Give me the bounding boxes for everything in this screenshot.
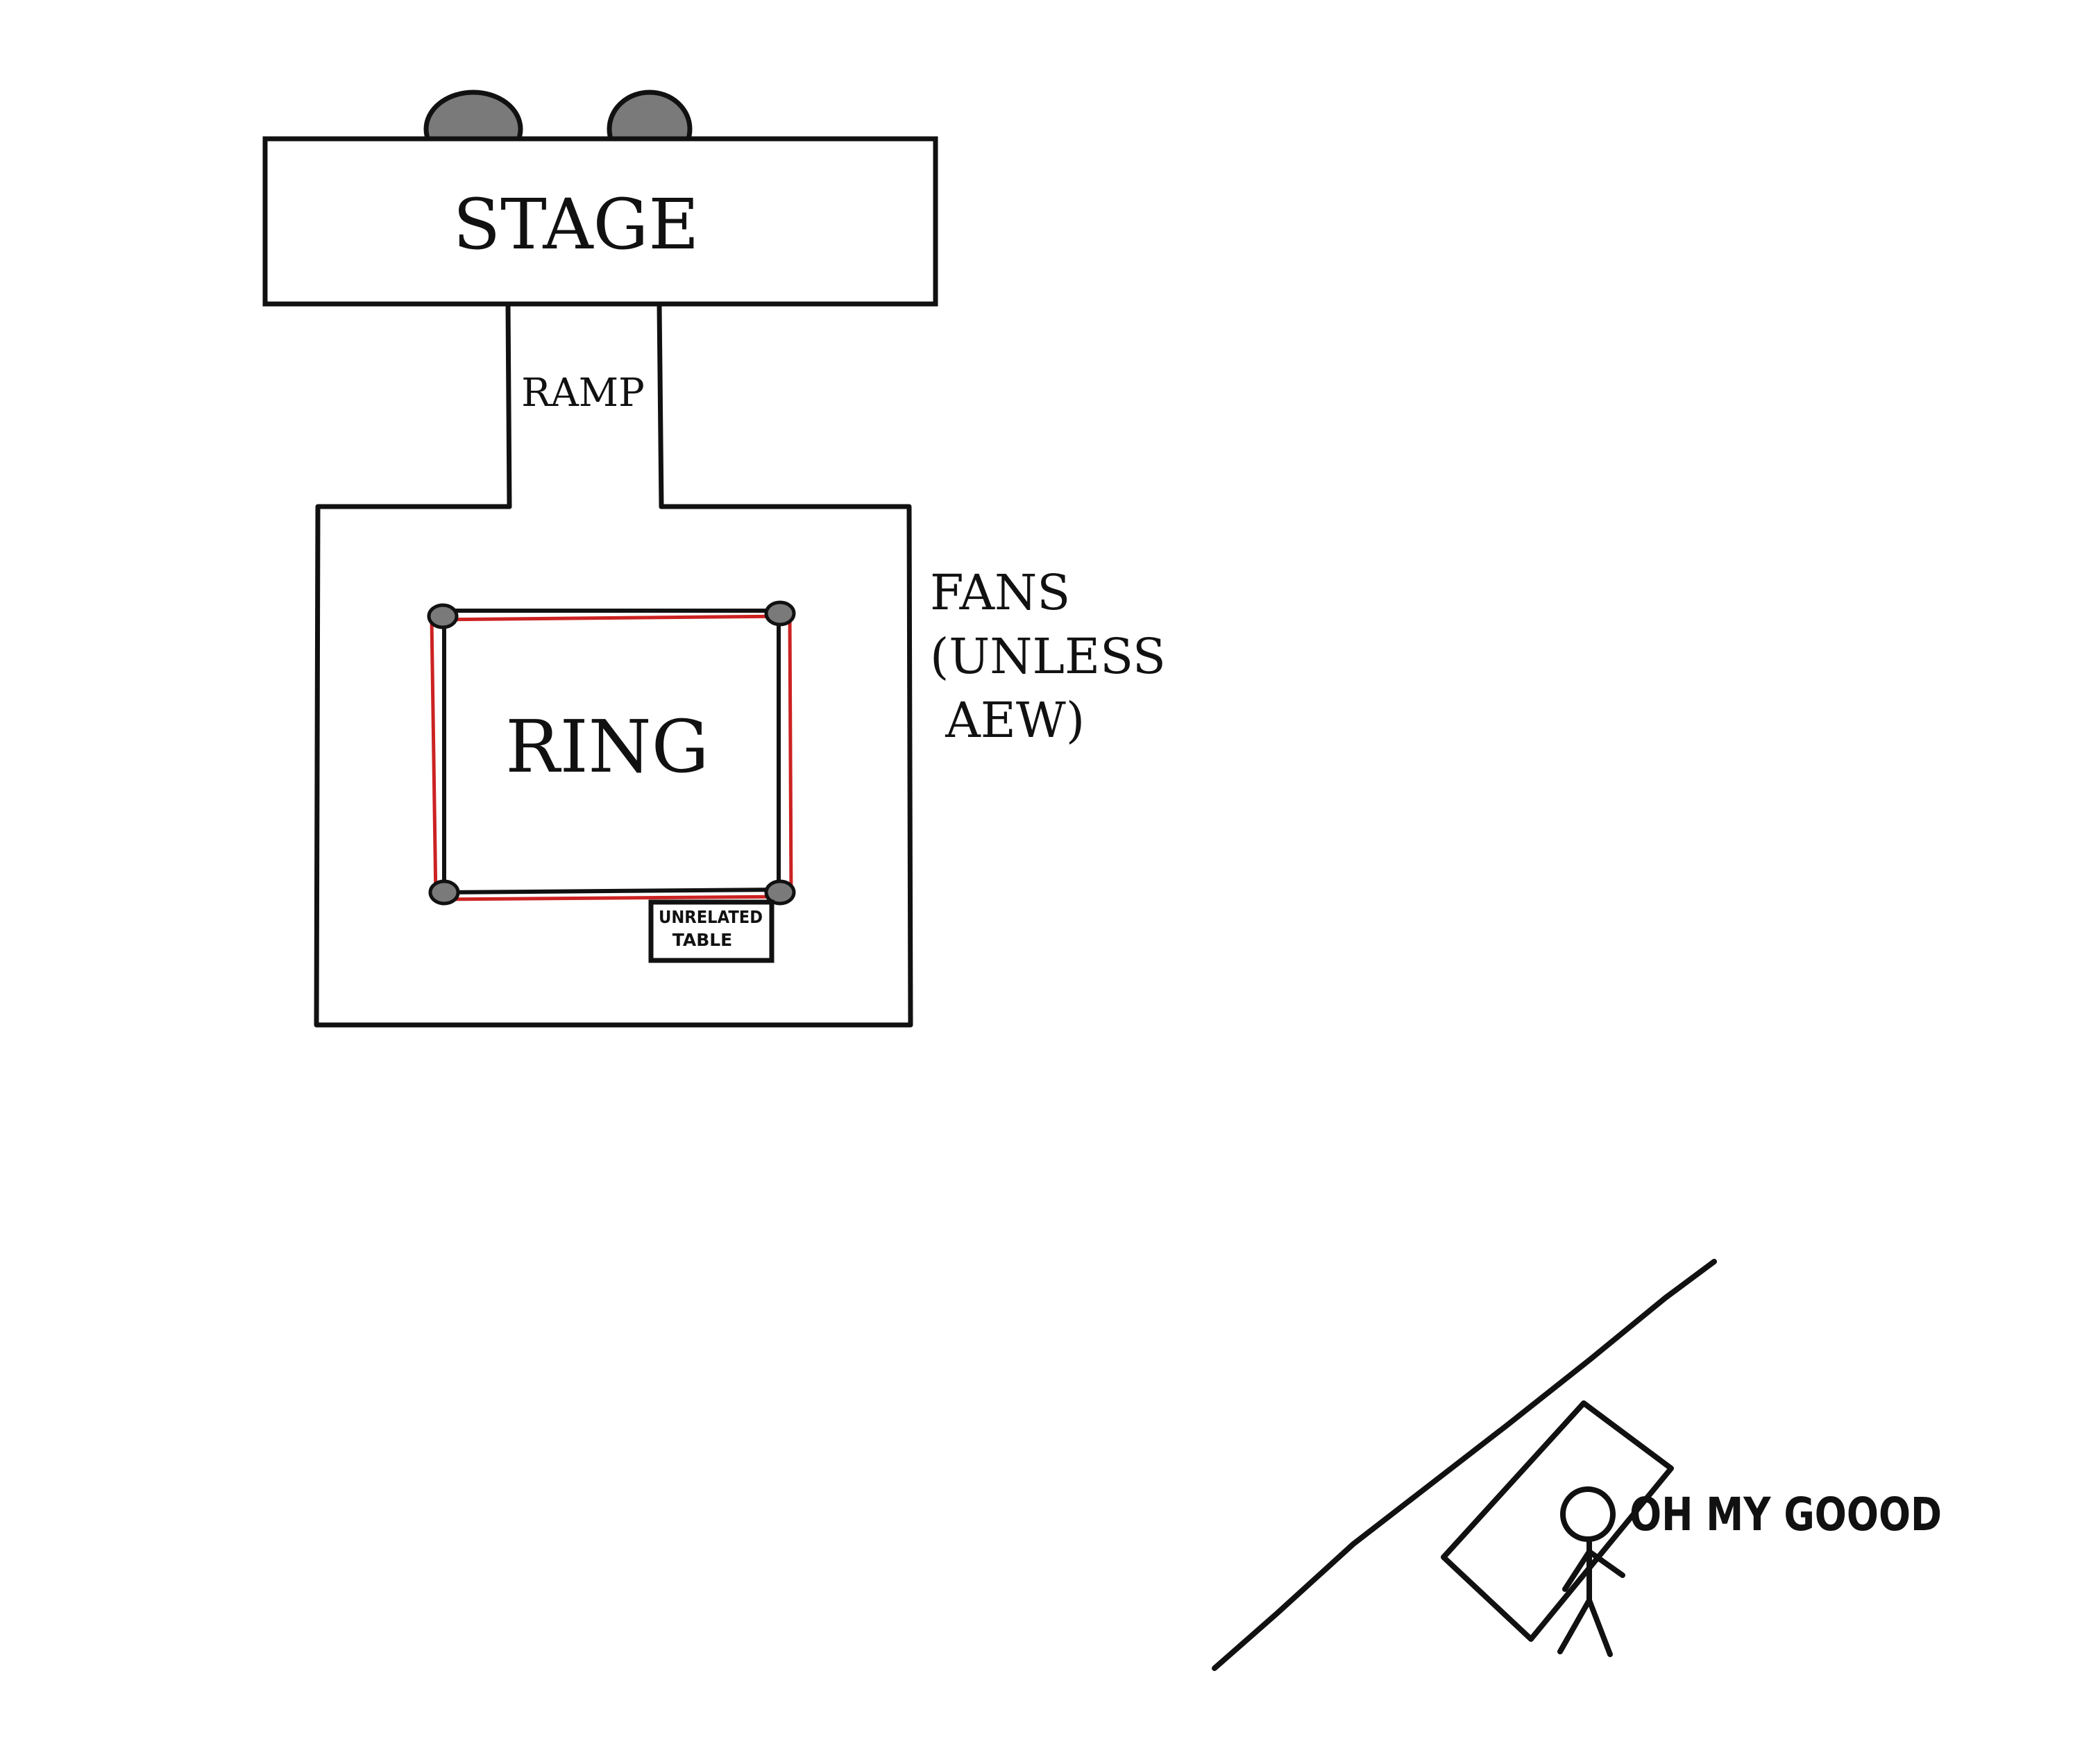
ramp-label: RAMP <box>521 371 645 416</box>
ring: RING <box>427 600 796 906</box>
ring-post-top-right <box>764 600 796 627</box>
ramp: RAMP <box>505 303 664 509</box>
fans-label: FANS (UNLESS AEW) <box>930 564 1166 749</box>
stage: STAGE <box>262 90 938 307</box>
stage-label: STAGE <box>453 184 700 265</box>
comic-scene: OH MY GOOOD <box>1212 1259 1942 1671</box>
arena-floor <box>314 504 913 1028</box>
stick-figure-head <box>1560 1486 1616 1542</box>
fans-label-line-3: AEW) <box>930 692 1085 749</box>
ring-post-top-left <box>427 603 459 629</box>
table-label-line-1: UNRELATED <box>659 907 763 927</box>
stage-box <box>262 136 938 307</box>
fans-label-line-2: (UNLESS <box>930 628 1166 685</box>
unrelated-table: UNRELATED TABLE <box>648 899 775 963</box>
stick-figure <box>1557 1486 1625 1657</box>
slope-line <box>1212 1259 1717 1671</box>
fans-label-line-1: FANS <box>930 564 1070 621</box>
exclamation-text: OH MY GOOOD <box>1630 1488 1942 1541</box>
ring-label: RING <box>505 704 709 789</box>
ring-post-bottom-left <box>428 879 460 906</box>
ring-post-bottom-right <box>764 879 796 906</box>
held-sign <box>1441 1400 1674 1642</box>
table-label-line-2: TABLE <box>672 930 733 950</box>
